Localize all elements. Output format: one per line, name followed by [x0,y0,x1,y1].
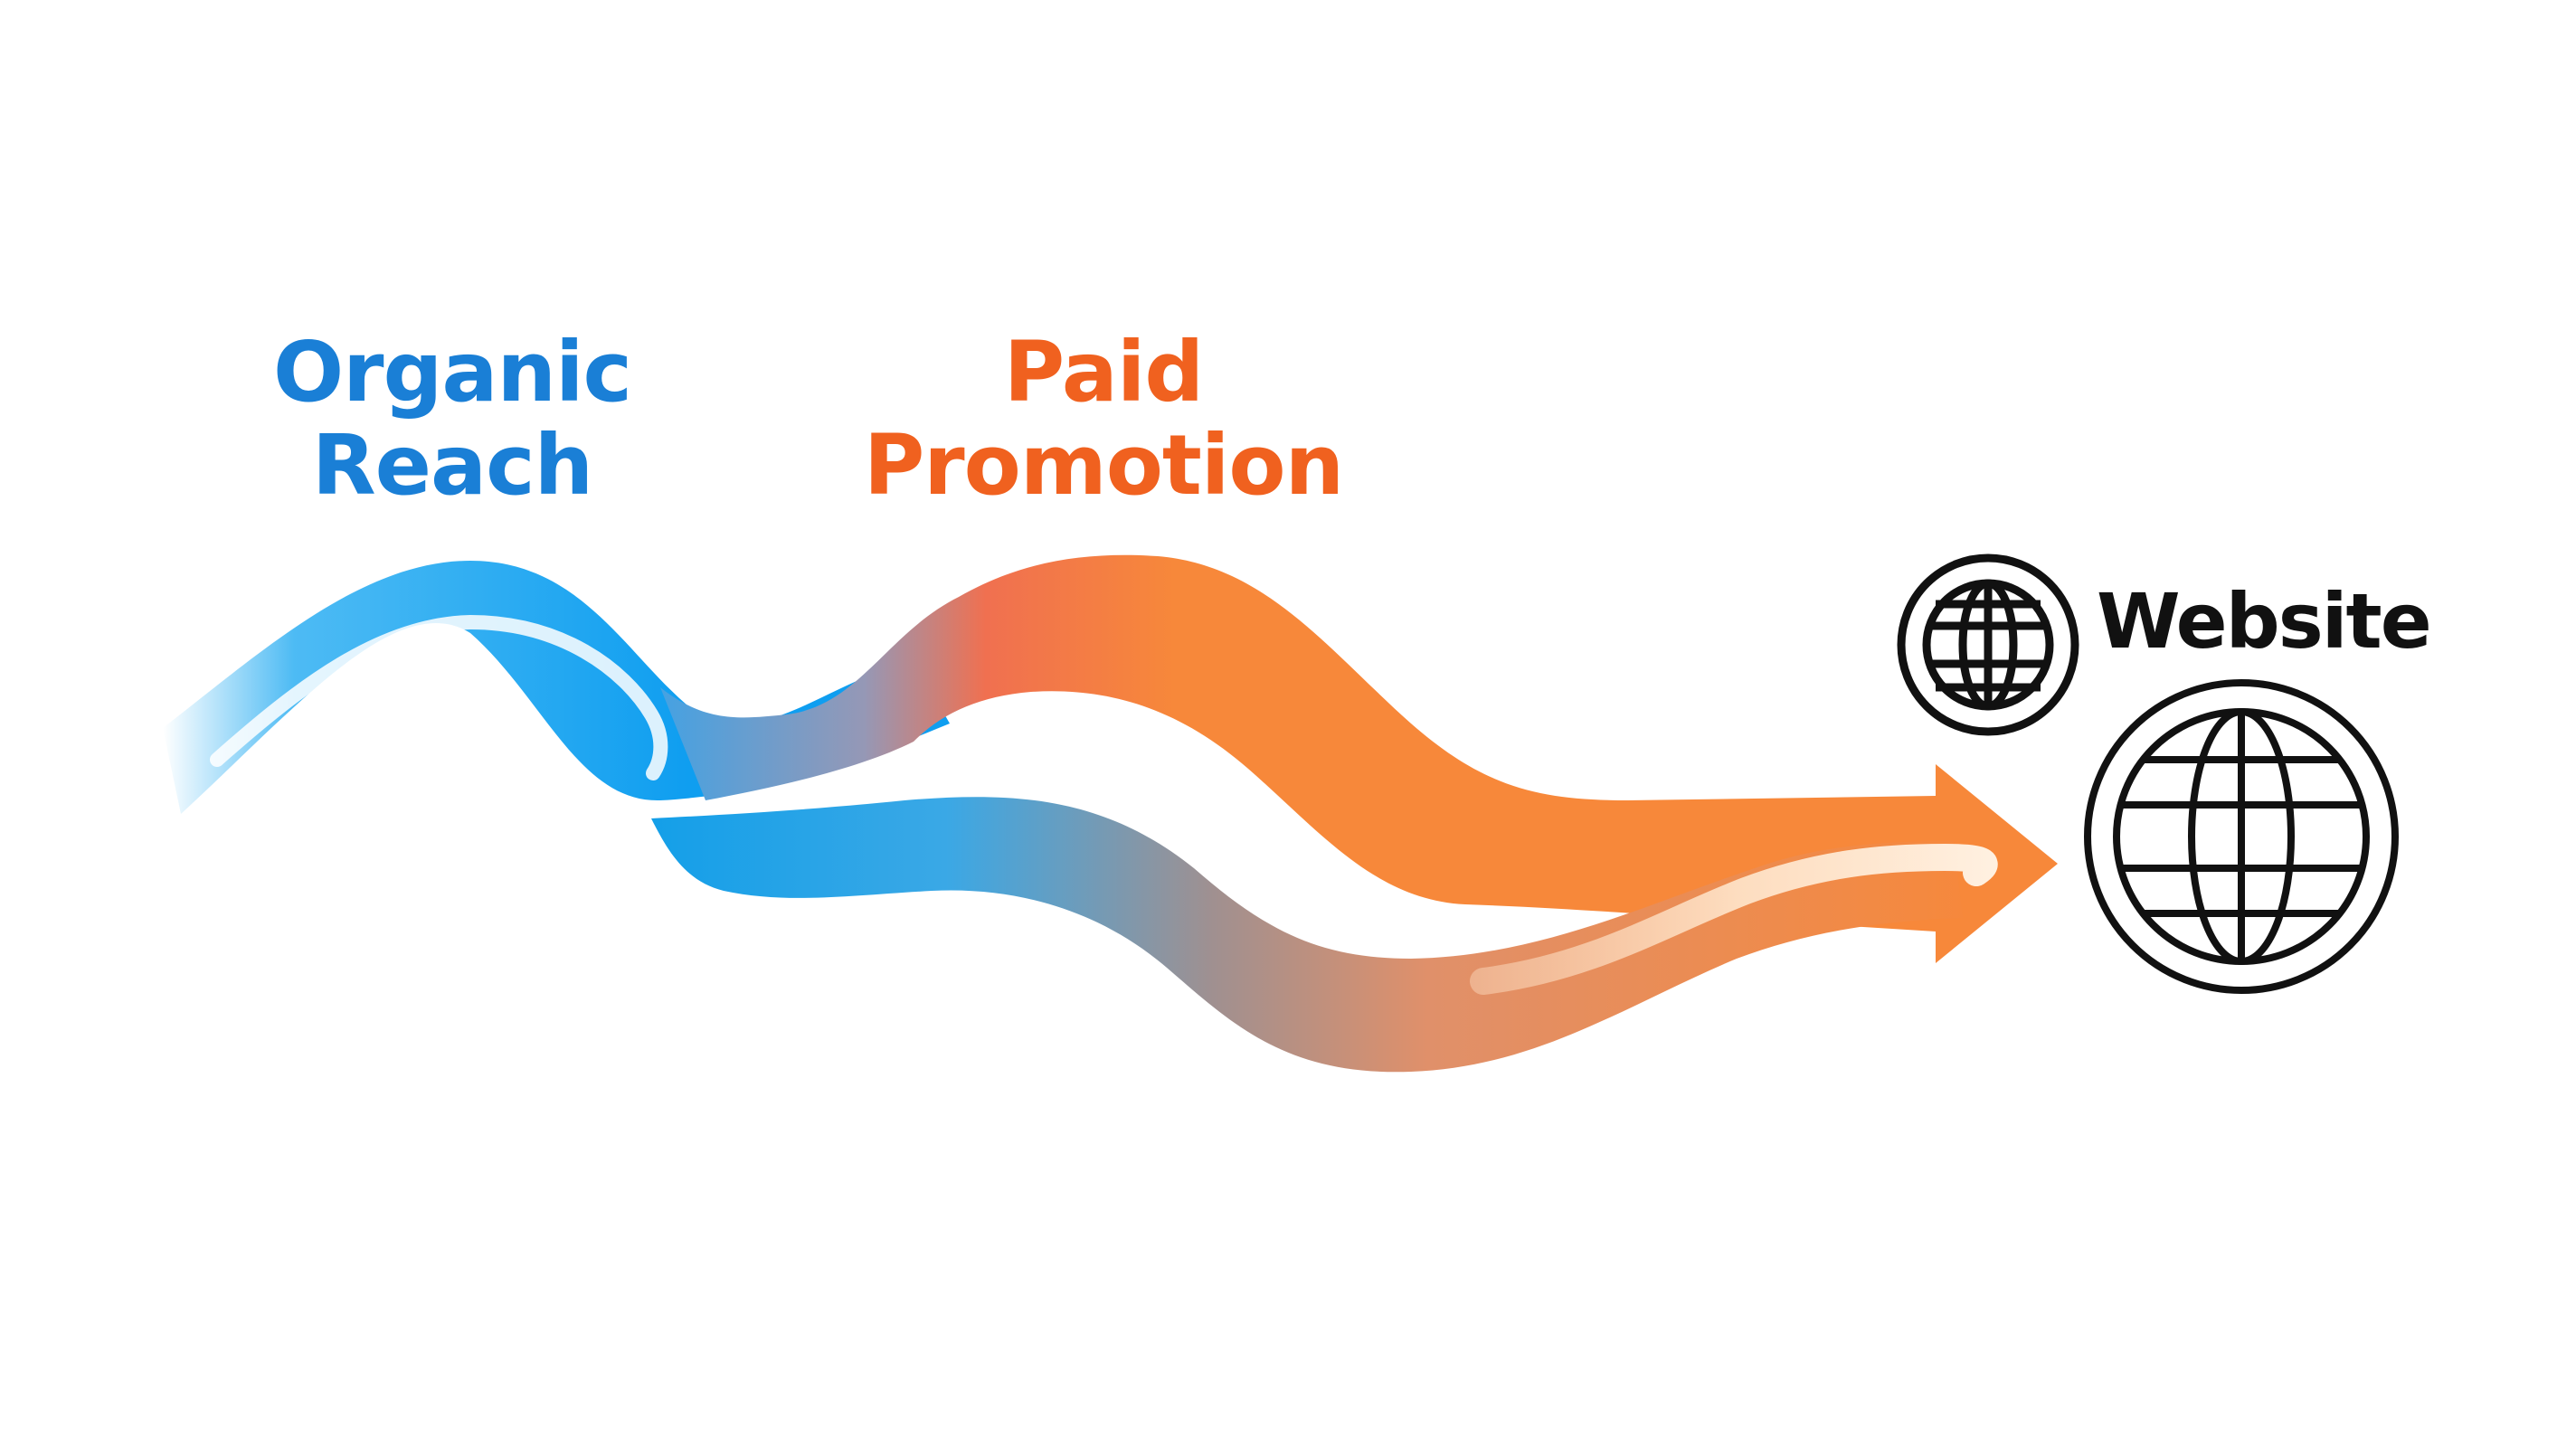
organic-flow-highlight [210,614,668,780]
paid-promotion-label: Paid Promotion [814,326,1393,512]
website-label: Website [2097,577,2432,666]
globe-icon [2084,679,2399,994]
paid-promotion-line2: Promotion [863,417,1344,515]
paid-flow-ribbon [660,554,2058,963]
paid-promotion-line1: Paid [1003,324,1204,421]
organic-flow-ribbon [163,561,950,814]
organic-reach-label: Organic Reach [226,326,678,512]
globe-icon [1897,553,2079,736]
organic-reach-line1: Organic [272,324,632,421]
combined-flow-highlight [1470,843,1998,995]
organic-reach-line2: Reach [311,417,593,515]
combined-flow-ribbon [651,797,1963,1073]
